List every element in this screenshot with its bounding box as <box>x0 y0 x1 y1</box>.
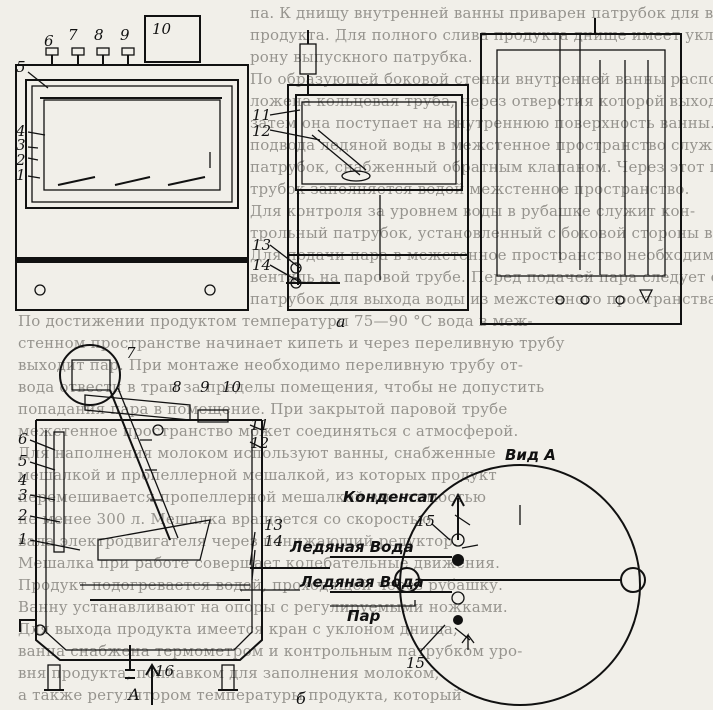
bottom-left-section-view <box>19 344 330 705</box>
label-13-top: 13 <box>252 236 271 254</box>
background-text-line: попадания пара в помещение. При закрытой… <box>18 400 508 418</box>
label-4-top: 4 <box>15 122 26 140</box>
label-6-bottom: 6 <box>18 430 28 448</box>
top-right-rear-view <box>480 18 682 325</box>
background-text-line: стенном пространстве начинает кипеть и ч… <box>18 334 565 352</box>
label-7-top: 7 <box>68 26 78 44</box>
background-text-line: Для контроля за уровнем воды в рубашке с… <box>250 202 696 220</box>
background-text-line: межстенное пространство может соединятьс… <box>18 422 519 440</box>
label-8-top: 8 <box>94 26 104 44</box>
label-15a: 15 <box>416 512 435 530</box>
leader-lines <box>27 71 451 653</box>
arrow-a-label: А <box>127 685 140 704</box>
label-5-top: 5 <box>16 58 26 76</box>
background-text-line: вода отвести в трап за пределы помещения… <box>18 378 545 396</box>
label-3-bottom: 3 <box>18 486 28 504</box>
label-11-top: 11 <box>252 106 271 124</box>
label-11-bottom: 11 <box>250 416 269 434</box>
label-8-bottom: 8 <box>172 378 182 396</box>
top-view-labels: 10 6 7 8 9 5 4 3 2 1 11 12 13 14 а <box>15 20 346 331</box>
label-10-top: 10 <box>152 20 172 38</box>
label-1-bottom: 1 <box>18 530 28 548</box>
label-14-bottom: 14 <box>264 532 283 550</box>
label-15b: 15 <box>406 654 425 672</box>
background-text-line: Продукт подогревается водой, проходящей … <box>18 576 504 594</box>
label-16-bottom: 16 <box>155 662 175 680</box>
background-text-line: выходит пар. При монтаже необходимо пере… <box>18 356 524 374</box>
top-left-front-view <box>15 15 249 311</box>
background-text-line: рону выпускного патрубка. <box>250 48 473 66</box>
label-13-bottom: 13 <box>264 516 283 534</box>
top-middle-side-view <box>286 30 469 311</box>
view-a-labels: Вид А Конденсат Ледяная Вода Ледяная Вод… <box>289 446 556 625</box>
label-9-bottom: 9 <box>200 378 210 396</box>
background-text-line: ванна снабжена термометром и контрольным… <box>18 642 523 660</box>
background-text-line: мешалкой и пропеллерной мешалкой, из кот… <box>18 466 497 484</box>
background-text-line: вала электродвигателя через понижающий р… <box>18 532 459 550</box>
background-text-line: По достижении продуктом температуры 75—9… <box>18 312 533 330</box>
background-text-line: па. К днищу внутренней ванны приварен па… <box>250 4 713 22</box>
ice-water-label-1: Ледяная Вода <box>289 538 414 556</box>
label-12-bottom: 12 <box>250 434 269 452</box>
label-5-bottom: 5 <box>18 452 28 470</box>
label-2-top: 2 <box>15 151 26 169</box>
caption-a: а <box>336 312 346 331</box>
view-a-circle <box>330 464 646 706</box>
label-1-top: 1 <box>16 166 26 184</box>
view-a-title: Вид А <box>505 446 556 464</box>
background-text-line: вня продукта, поплавком для заполнения м… <box>18 664 440 682</box>
label-6-top: 6 <box>44 32 54 50</box>
label-10-bottom: 10 <box>222 378 242 396</box>
label-9-top: 9 <box>120 26 130 44</box>
background-text-line: не менее 300 л. Мешалка вращается со ско… <box>18 510 432 528</box>
label-14-top: 14 <box>252 256 271 274</box>
label-3-top: 3 <box>16 136 26 154</box>
background-text-line: а также регулятором температуры продукта… <box>18 686 462 704</box>
caption-b: б <box>296 689 306 708</box>
background-text-line: Для выхода продукта имеется кран с уклон… <box>18 620 458 638</box>
bottom-view-labels: 7 8 9 10 11 12 6 5 3 2 1 4 13 14 16 А б … <box>17 344 435 708</box>
label-2-bottom: 2 <box>17 506 28 524</box>
condensate-label: Конденсат <box>343 488 438 506</box>
steam-label: Пар <box>347 607 381 625</box>
label-4-bottom: 4 <box>17 471 28 489</box>
label-7-bottom: 7 <box>126 344 136 362</box>
background-text-line: Мешалка при работе совершает колебательн… <box>18 554 501 572</box>
ice-water-label-2: Ледяная Вода <box>299 573 424 591</box>
label-12-top: 12 <box>252 122 271 140</box>
